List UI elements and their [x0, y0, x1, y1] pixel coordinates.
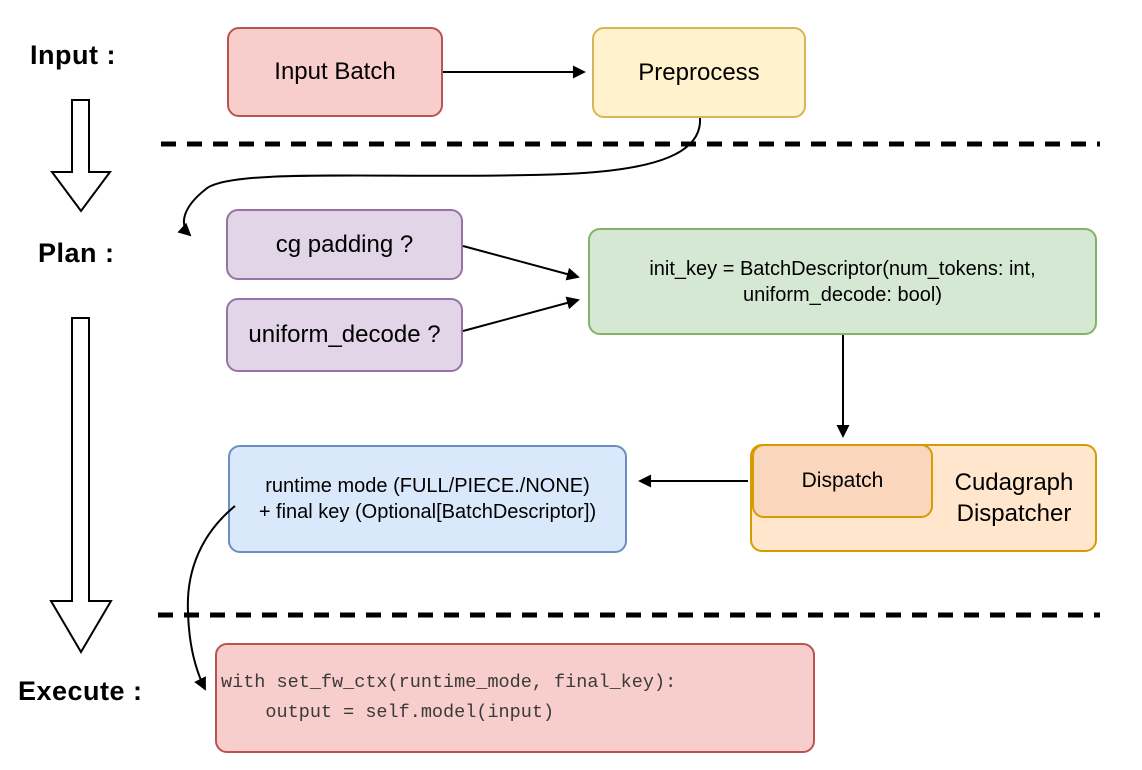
node-uniform-decode: uniform_decode ? [226, 298, 463, 372]
uniform-decode-label: uniform_decode ? [248, 321, 441, 349]
cudagraph-dispatcher-label: Cudagraph Dispatcher [954, 469, 1074, 527]
runtime-mode-label: runtime mode (FULL/PIECE./NONE) + final … [258, 475, 597, 523]
execute-code-text: with set_fw_ctx(runtime_mode, final_key)… [221, 672, 677, 723]
input-batch-label: Input Batch [274, 58, 396, 86]
plan-to-execute-arrow [49, 317, 113, 654]
node-preprocess: Preprocess [592, 27, 806, 118]
connector-cgpadding-initkey [462, 245, 580, 281]
stage-label-execute: Execute : [18, 676, 143, 706]
node-cg-padding: cg padding ? [226, 209, 463, 280]
stage-label-plan: Plan : [38, 238, 115, 268]
node-dispatch: Dispatch [752, 444, 933, 518]
node-runtime-mode: runtime mode (FULL/PIECE./NONE) + final … [228, 445, 627, 553]
cg-padding-label: cg padding ? [275, 230, 414, 258]
stage-label-input: Input : [30, 40, 116, 70]
init-key-label: init_key = BatchDescriptor(num_tokens: i… [649, 257, 1036, 306]
node-init-key: init_key = BatchDescriptor(num_tokens: i… [588, 228, 1097, 335]
dispatch-label: Dispatch [801, 469, 884, 493]
node-input-batch: Input Batch [227, 27, 443, 117]
node-execute-code: with set_fw_ctx(runtime_mode, final_key)… [215, 643, 815, 753]
connector-uniformdecode-initkey [462, 296, 580, 332]
preprocess-label: Preprocess [638, 58, 760, 86]
input-to-plan-arrow [50, 99, 112, 213]
